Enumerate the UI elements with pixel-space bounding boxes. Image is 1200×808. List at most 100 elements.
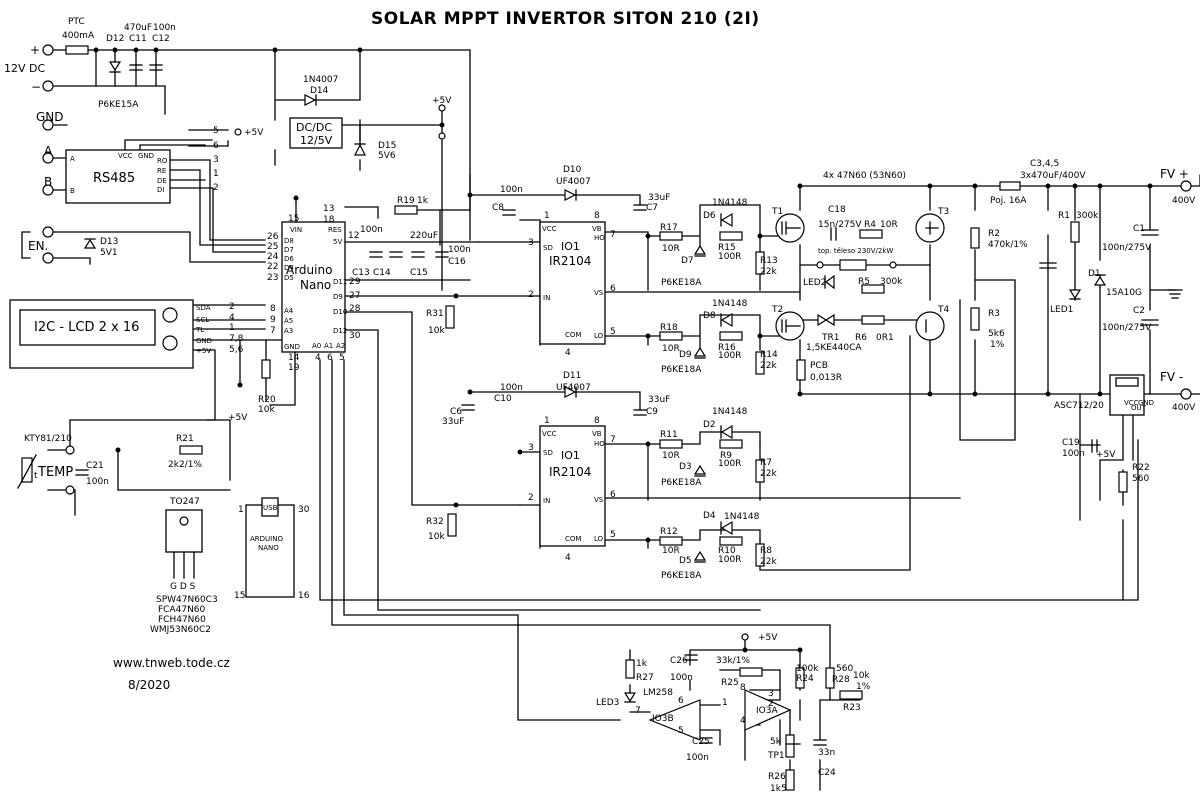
- c345-value: 3x470uF/400V: [1020, 171, 1086, 181]
- num-29: 29: [349, 277, 361, 287]
- pcb-value: 0,013R: [810, 373, 842, 383]
- power-input: + − 12V DC PTC 400mA D12 C11 C12 470uF 1…: [4, 17, 176, 110]
- c19-label: C19: [1062, 438, 1080, 448]
- r5-value: 300k: [880, 277, 903, 287]
- r22-value: 560: [1132, 474, 1149, 484]
- conn-1: 1: [213, 169, 219, 179]
- arduino-block: Arduino Nano VIN RES 5V GND 15 13 18 12 …: [258, 195, 471, 415]
- rs485-b-label: B: [44, 175, 52, 189]
- fv-plus-voltage: 400V: [1172, 196, 1196, 206]
- io1-in: IN: [543, 294, 550, 302]
- r2-value: 470k/1%: [988, 240, 1028, 250]
- t1-label: T1: [771, 207, 783, 217]
- temp-label: TEMP: [37, 465, 73, 480]
- num-22: 22: [267, 262, 278, 272]
- lcd-num-4: 4: [229, 313, 235, 323]
- d3-label: D3: [679, 462, 692, 472]
- d4-label: D4: [703, 511, 716, 521]
- r20-label: R20: [258, 395, 276, 405]
- heater-note: top. těleso 230V/2kW: [818, 247, 893, 255]
- d4-value: 1N4148: [724, 512, 760, 522]
- rs485-pin-a: A: [70, 155, 75, 163]
- io1-lo: LO: [594, 332, 604, 340]
- driver-io1: IO1 IR2104 SD VCC VB HO IN VS COM LO 3 1…: [426, 165, 670, 398]
- pin-d10: D10: [333, 308, 347, 316]
- pin-d11: D11: [333, 278, 347, 286]
- io1-n1: 1: [544, 211, 550, 221]
- opamp-pin1: 1: [722, 698, 728, 708]
- output-stage: C3,4,5 3x470uF/400V Poj. 16A R2 470k/1% …: [970, 159, 1196, 493]
- r27-label: R27: [636, 673, 654, 683]
- c345-label: C3,4,5: [1030, 159, 1059, 169]
- d7-value: P6KE18A: [661, 278, 702, 288]
- r14-label: R14: [760, 350, 778, 360]
- num-9: 9: [270, 315, 276, 325]
- r23-value: 10k: [853, 671, 870, 681]
- arduino-num13: 13: [323, 204, 334, 214]
- num-27: 27: [349, 291, 360, 301]
- r32-label: R32: [426, 517, 444, 527]
- lm258-label: LM258: [643, 688, 673, 698]
- opamp-pin3: 3: [768, 689, 774, 699]
- r23-tol: 1%: [856, 682, 871, 692]
- arduino-vin: VIN: [290, 226, 302, 234]
- d3-value: P6KE18A: [661, 478, 702, 488]
- conn-5: 5: [213, 126, 219, 136]
- c13-label: C13: [352, 268, 370, 278]
- rs485-pin-re: RE: [157, 167, 166, 175]
- r24-value: 100k: [796, 664, 819, 674]
- c7-label: C7: [646, 203, 658, 213]
- opamp-pin5: 5: [678, 726, 684, 736]
- c18-label: C18: [828, 205, 846, 215]
- schematic-title: SOLAR MPPT INVERTOR SITON 210 (2I): [371, 9, 760, 29]
- dcdc-converter: [289, 117, 343, 149]
- io2-n2: 2: [528, 493, 534, 503]
- pin-a2: A2: [336, 342, 345, 350]
- c15-label: C15: [410, 268, 428, 278]
- temp-sensor-type: KTY81/210: [24, 434, 72, 444]
- d11-label: D11: [563, 371, 581, 381]
- d10-label: D10: [563, 165, 582, 175]
- r3-label: R3: [988, 309, 1000, 319]
- mosfet-note: 4x 47N60 (53N60): [823, 171, 906, 181]
- io2-sd: SD: [543, 449, 553, 457]
- c13-value: 100n: [360, 225, 383, 235]
- d5-label: D5: [679, 556, 692, 566]
- package-part-2: FCA47N60: [158, 605, 206, 615]
- num-4: 4: [315, 353, 321, 363]
- num-28: 28: [349, 304, 361, 314]
- rs485-name: RS485: [93, 171, 135, 186]
- c2-label: C2: [1133, 306, 1145, 316]
- num-30: 30: [349, 331, 361, 341]
- lcd-num-1: 1: [229, 323, 235, 333]
- r20-value: 10k: [258, 405, 275, 415]
- led1-label: LED1: [1050, 305, 1073, 315]
- io1-ho: HO: [594, 234, 605, 242]
- arduino-name1: Arduino: [286, 263, 332, 277]
- io2-lo: LO: [594, 535, 604, 543]
- r23-label: R23: [843, 703, 861, 713]
- r2-label: R2: [988, 229, 1000, 239]
- fv-minus-label: FV -: [1160, 370, 1183, 384]
- nano-pin15: 15: [234, 591, 245, 601]
- d2-value: 1N4148: [712, 407, 748, 417]
- opamp-pin7: 7: [635, 706, 641, 716]
- c6-value: 33uF: [442, 417, 464, 427]
- pin-d6: D6: [284, 255, 294, 263]
- io2-n3: 3: [528, 443, 534, 453]
- arduino-name2: Nano: [300, 278, 331, 292]
- package-part-1: SPW47N60C3: [156, 595, 218, 605]
- r25-label: R25: [721, 678, 739, 688]
- dcdc-block: 1N4007 D14 DC/DC 12/5V D15 5V6 +5V: [289, 75, 452, 161]
- lcd-num-78: 7,8: [229, 334, 244, 344]
- input-plus: +: [30, 43, 40, 57]
- c14-label: C14: [373, 268, 391, 278]
- r26-value: 1k5: [770, 784, 787, 794]
- r1-label: R1: [1058, 211, 1070, 221]
- lcd-pin-5v: +5V: [196, 347, 211, 355]
- io1-n6: 6: [610, 284, 616, 294]
- tr1-label: TR1: [821, 333, 839, 343]
- r13-label: R13: [760, 256, 778, 266]
- opamp-pin4: 4: [740, 716, 746, 726]
- c2-value: 100n/275V: [1102, 323, 1152, 333]
